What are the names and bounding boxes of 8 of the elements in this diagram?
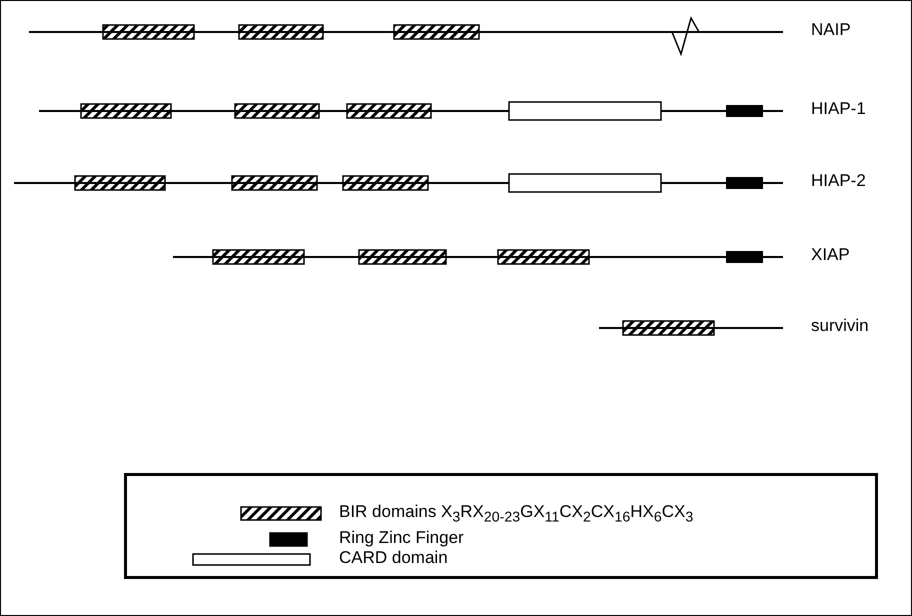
protein-name: HIAP-2: [811, 171, 866, 191]
legend-text: BIR domains X$_{3}$RX$_{20-23}$GX$_{11}$CX$_{2}$CX$_{16}$HX$_{6}$CX$_{3}$: [339, 502, 694, 528]
protein-name: survivin: [811, 316, 869, 336]
protein-name: HIAP-1: [811, 99, 866, 119]
legend-text: CARD domain: [339, 548, 448, 568]
protein-name: NAIP: [811, 20, 851, 40]
legend-text: Ring Zinc Finger: [339, 528, 464, 548]
protein-name: XIAP: [811, 245, 850, 265]
